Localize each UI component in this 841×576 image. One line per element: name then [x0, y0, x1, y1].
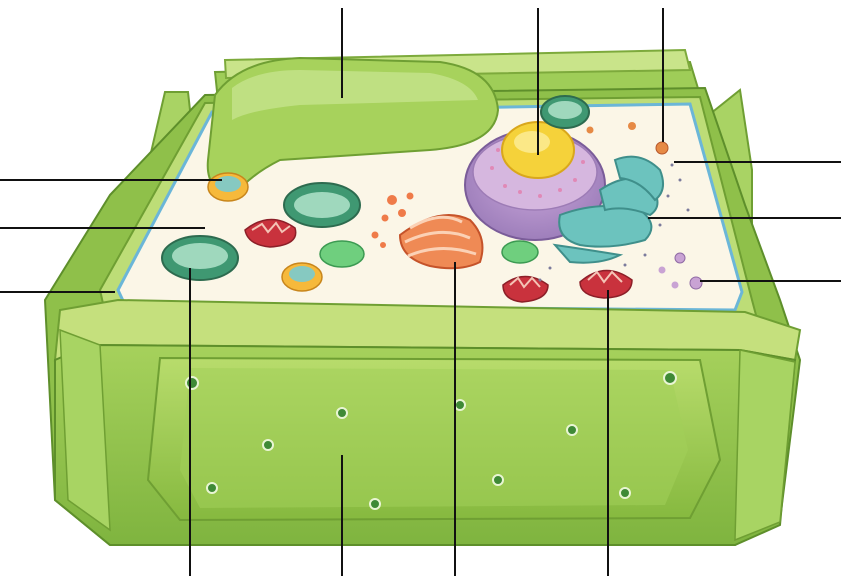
chloroplast-small [502, 241, 538, 263]
chloroplast [284, 183, 360, 227]
amyloplast [282, 263, 322, 291]
amyloplast [208, 173, 248, 201]
chloroplast-small [320, 241, 364, 267]
chloroplast [162, 236, 238, 280]
cell-wall-front [55, 300, 800, 545]
chloroplast [541, 96, 589, 128]
